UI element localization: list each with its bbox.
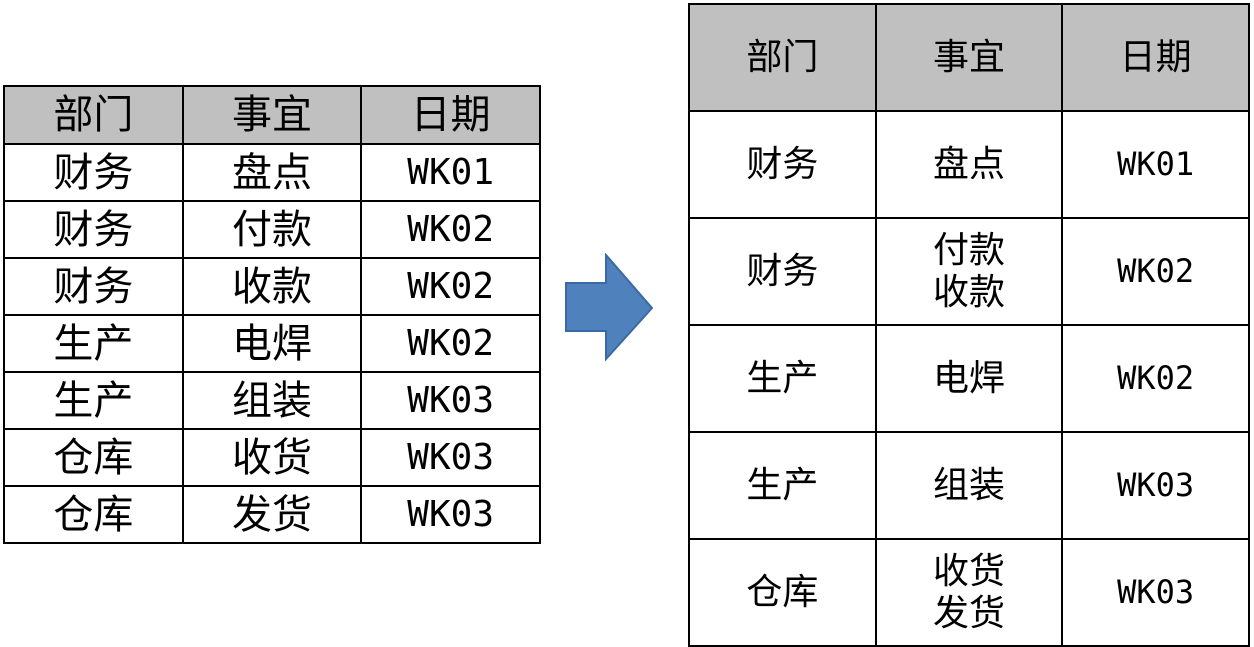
date-cell: WK02 (360, 314, 541, 373)
date-cell: WK02 (1061, 324, 1250, 433)
item-cell: 组装 (874, 431, 1064, 540)
item-cell: 收款 (181, 257, 363, 316)
item-line: 电焊 (932, 357, 1005, 399)
dept-cell: 仓库 (3, 485, 184, 544)
item-cell: 组装 (181, 371, 363, 430)
date-cell: WK02 (360, 200, 541, 259)
dept-cell: 生产 (3, 314, 184, 373)
header-dept: 部门 (688, 3, 877, 112)
date-cell: WK03 (1061, 431, 1250, 540)
item-cell: 收货 (181, 428, 363, 487)
item-cell: 盘点 (874, 110, 1064, 219)
date-cell: WK01 (360, 143, 541, 202)
item-cell: 付款 (181, 200, 363, 259)
table-row: 生产 组装 WK03 (688, 431, 1250, 540)
merged-table-header-row: 部门 事宜 日期 (688, 3, 1250, 112)
dept-cell: 生产 (688, 431, 877, 540)
date-cell: WK03 (360, 371, 541, 430)
item-cell: 盘点 (181, 143, 363, 202)
item-cell: 发货 (181, 485, 363, 544)
header-date: 日期 (360, 85, 541, 145)
dept-cell: 财务 (3, 200, 184, 259)
date-cell: WK01 (1061, 110, 1250, 219)
header-date: 日期 (1061, 3, 1250, 112)
item-cell: 电焊 (874, 324, 1064, 433)
arrow-shape (565, 253, 654, 362)
date-cell: WK02 (360, 257, 541, 316)
item-line: 组装 (932, 464, 1005, 506)
item-cell: 收货发货 (874, 538, 1064, 647)
table-row: 财务 盘点 WK01 (688, 110, 1250, 219)
date-cell: WK02 (1061, 217, 1250, 326)
source-table-header-row: 部门 事宜 日期 (3, 85, 541, 145)
dept-cell: 生产 (688, 324, 877, 433)
item-line: 收款 (932, 271, 1005, 313)
dept-cell: 生产 (3, 371, 184, 430)
header-dept: 部门 (3, 85, 184, 145)
dept-cell: 财务 (3, 143, 184, 202)
item-cell: 电焊 (181, 314, 363, 373)
item-line: 收货 (932, 551, 1005, 593)
item-cell: 付款收款 (874, 217, 1064, 326)
dept-cell: 财务 (688, 110, 877, 219)
date-cell: WK03 (360, 485, 541, 544)
item-line: 盘点 (932, 143, 1005, 185)
header-item: 事宜 (181, 85, 363, 145)
dept-cell: 仓库 (3, 428, 184, 487)
table-row: 生产 电焊 WK02 (688, 324, 1250, 433)
dept-cell: 财务 (3, 257, 184, 316)
dept-cell: 财务 (688, 217, 877, 326)
date-cell: WK03 (1061, 538, 1250, 647)
dept-cell: 仓库 (688, 538, 877, 647)
right-arrow-icon (565, 253, 654, 362)
item-line: 发货 (932, 592, 1005, 634)
item-line: 付款 (932, 230, 1005, 272)
date-cell: WK03 (360, 428, 541, 487)
header-item: 事宜 (874, 3, 1064, 112)
